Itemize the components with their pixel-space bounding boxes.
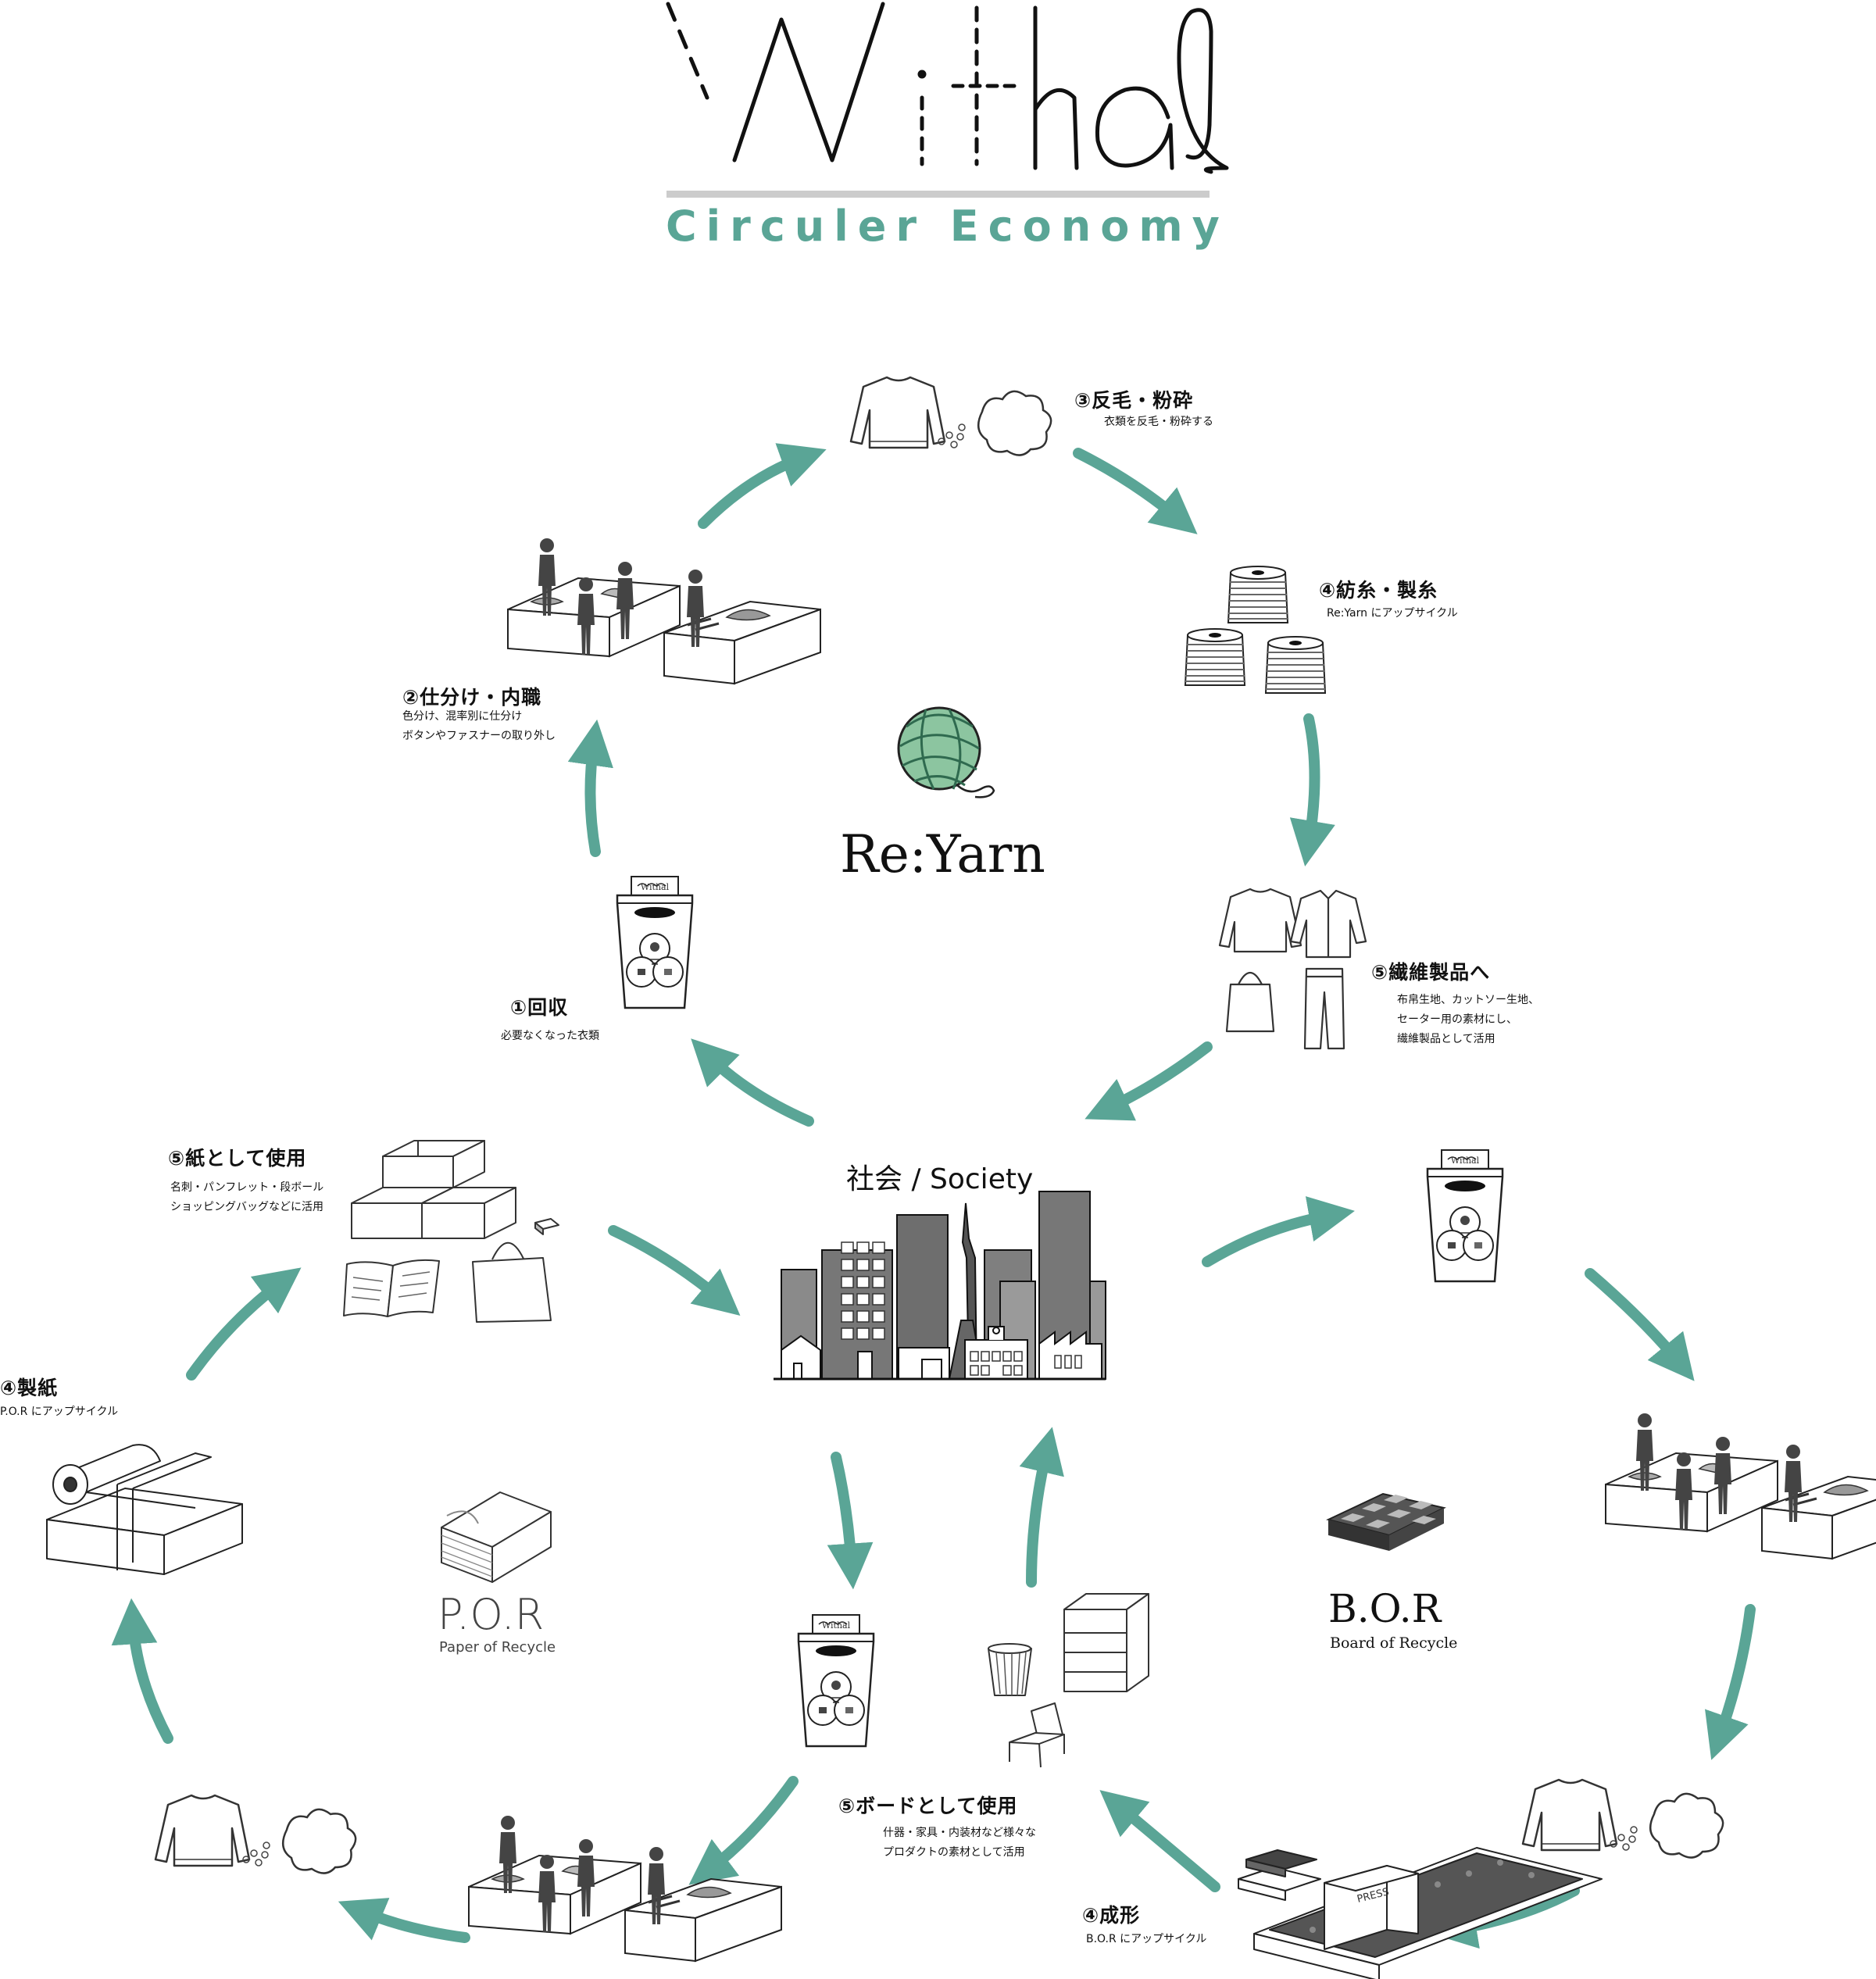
furniture-icon (988, 1593, 1149, 1768)
board-icon (1326, 1492, 1446, 1551)
city-icon (774, 1191, 1106, 1381)
bor-brand-sub: Board of Recycle (1330, 1634, 1458, 1652)
logo-wordmark (666, 2, 1229, 174)
por-brand: P.O.R (438, 1590, 545, 1639)
bin-label: Withal (641, 882, 670, 892)
por-step-4-desc: P.O.R にアップサイクル (0, 1406, 119, 1418)
por-sweater-fluff-icon (154, 1794, 357, 1874)
reyarn-step-4-title: ④紡糸・製糸 (1319, 579, 1438, 602)
reyarn-cycle-arrows (567, 443, 1335, 1127)
bor-step-5-title: ⑤ボードとして使用 (838, 1795, 1018, 1817)
collection-bin-icon: Withal (616, 875, 694, 1009)
bor-step-5-desc: 什器・家具・内装材など様々なプロダクトの素材として活用 (883, 1827, 1036, 1859)
reyarn-step-5-desc: 布帛生地、カットソー生地、セーター用の素材にし、繊維製品として活用 (1397, 994, 1539, 1045)
bor-brand: B.O.R (1328, 1586, 1442, 1631)
logo-underline (666, 191, 1210, 198)
bor-sorting-workers-icon (1606, 1413, 1876, 1559)
reyarn-step-5-title: ⑤繊維製品へ (1371, 961, 1491, 984)
sweater-fluff-icon (849, 376, 1052, 456)
bor-step-4-desc: B.O.R にアップサイクル (1086, 1933, 1207, 1945)
bor-cycle-arrows (1019, 1196, 1756, 1949)
paper-roll-machine-icon (46, 1444, 243, 1575)
por-step-5-title: ⑤紙として使用 (168, 1147, 307, 1170)
sorting-workers-icon (508, 538, 820, 684)
reyarn-brand: Re:Yarn (840, 824, 1045, 884)
society-label: 社会 / Society (846, 1163, 1034, 1195)
bor-collection-bin-icon: Withal (1426, 1148, 1504, 1283)
reyarn-step-3-desc: 衣類を反毛・粉砕する (1104, 416, 1213, 428)
bin-label: Withal (822, 1620, 851, 1631)
bor-sweater-fluff-icon (1521, 1778, 1724, 1859)
por-collection-bin-icon: Withal (797, 1613, 875, 1748)
por-sorting-workers-icon (469, 1816, 781, 1961)
reyarn-step-2-title: ②仕分け・内職 (402, 686, 542, 709)
paper-products-icon (343, 1140, 559, 1323)
press-machine-icon: PRESS (1238, 1847, 1603, 1979)
reyarn-step-4-desc: Re:Yarn にアップサイクル (1327, 607, 1458, 620)
reyarn-step-1-desc: 必要なくなった衣類 (501, 1030, 599, 1042)
reyarn-step-3-title: ③反毛・粉砕 (1074, 389, 1194, 412)
bor-step-4-title: ④成形 (1082, 1904, 1141, 1927)
reyarn-step-2-desc: 色分け、混率別に仕分けボタンやファスナーの取り外し (402, 710, 556, 742)
paper-stack-icon (441, 1491, 552, 1583)
yarn-ball-icon (897, 706, 995, 798)
logo-subtitle: Circuler Economy (666, 202, 1229, 251)
bin-label: Withal (1451, 1156, 1480, 1166)
reyarn-step-1-title: ①回収 (510, 996, 569, 1019)
por-cycle-arrows (111, 1225, 874, 1943)
por-step-5-desc: 名刺・パンフレット・段ボールショッピングバッグなどに活用 (170, 1181, 324, 1213)
por-brand-sub: Paper of Recycle (439, 1639, 556, 1656)
textile-products-icon (1218, 888, 1367, 1050)
yarn-cones-icon (1185, 566, 1326, 694)
por-step-4-title: ④製紙 (0, 1377, 59, 1399)
